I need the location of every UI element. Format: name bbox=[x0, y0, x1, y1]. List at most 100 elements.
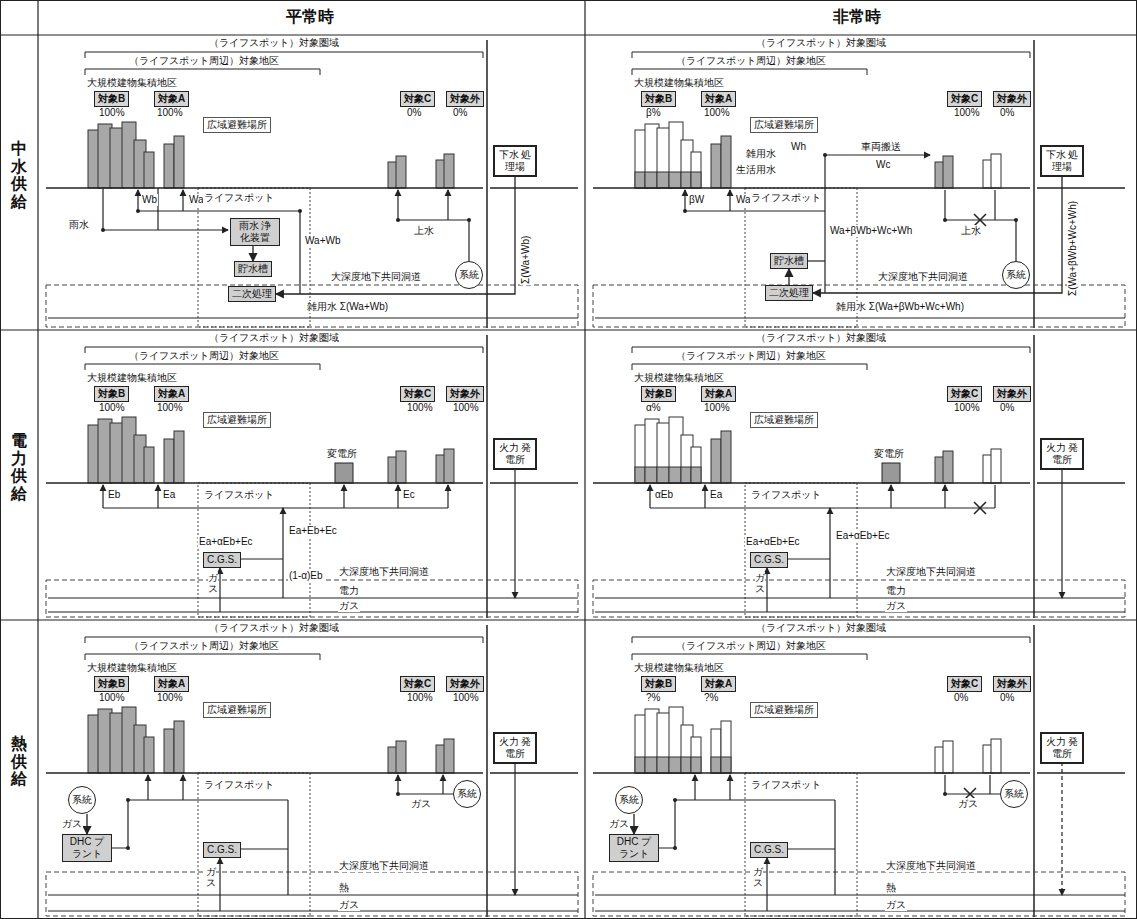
pipe-joint bbox=[943, 792, 947, 796]
node-text: 対象B bbox=[645, 678, 672, 690]
pipe-line bbox=[287, 800, 288, 895]
pipe-line bbox=[397, 485, 398, 508]
building bbox=[691, 447, 701, 483]
node-text: 広域避難場所 bbox=[207, 704, 267, 716]
building bbox=[396, 451, 406, 483]
diagram-label: 100% bbox=[156, 692, 184, 704]
diagram-label: ライフスポット bbox=[203, 779, 275, 791]
target-box: 対象外 bbox=[446, 386, 484, 402]
diagram-label: 100% bbox=[452, 692, 480, 704]
diagram-label: （ライフスポット周辺）対象地区 bbox=[128, 55, 280, 67]
diagram-label: 0% bbox=[452, 107, 468, 119]
pipe-line bbox=[788, 558, 830, 559]
area-bracket bbox=[85, 654, 320, 660]
node-text: 火力 発電所 bbox=[498, 442, 532, 466]
equipment-box: 二次処理 bbox=[765, 285, 813, 301]
pipe-line bbox=[112, 800, 288, 848]
node-text: 対象A bbox=[158, 93, 185, 105]
equipment-box: C.G.S. bbox=[203, 842, 241, 858]
node-text: DHC プラント bbox=[66, 836, 108, 860]
flow-connector bbox=[276, 177, 515, 294]
pipe-line bbox=[398, 775, 453, 794]
grid-circle: 系統 bbox=[455, 261, 483, 289]
diagram-label: （ライフスポット周辺）対象地区 bbox=[675, 640, 827, 652]
building bbox=[691, 737, 701, 773]
target-box: 対象C bbox=[947, 676, 982, 692]
node-text: 下水 処理場 bbox=[498, 149, 532, 173]
facility-box: 火力 発電所 bbox=[1040, 438, 1084, 470]
node-text: 対象B bbox=[645, 93, 672, 105]
diagram-label: （ライフスポット）対象圏域 bbox=[755, 332, 887, 344]
cut-mark bbox=[974, 502, 986, 514]
diagram-label: ガス bbox=[338, 600, 360, 612]
facility-box: 下水 処理場 bbox=[493, 145, 537, 177]
diagram-label: (1-α)Eb bbox=[288, 570, 324, 582]
diagram-label: 大規模建物集積地区 bbox=[86, 662, 178, 674]
node-text: 貯水槽 bbox=[774, 255, 804, 267]
panel-drawing bbox=[593, 335, 1125, 618]
building-base bbox=[691, 172, 701, 188]
node-text: 系統 bbox=[457, 788, 477, 800]
building bbox=[174, 136, 184, 188]
diagram-label: 大規模建物集積地区 bbox=[633, 662, 725, 674]
diagram-label: ガス bbox=[206, 866, 216, 888]
pipe-line bbox=[398, 190, 469, 261]
area-bracket bbox=[85, 69, 320, 75]
node-text: 対象外 bbox=[450, 388, 480, 400]
ground-line bbox=[490, 772, 578, 774]
pipe-line bbox=[343, 485, 344, 508]
pipe-line bbox=[241, 848, 288, 849]
diagram-label: 大深度地下共同洞道 bbox=[877, 271, 969, 283]
diagram-label: 100% bbox=[953, 402, 981, 414]
column-header: 非常時 bbox=[832, 7, 882, 27]
ground-line bbox=[593, 772, 1030, 774]
pipe-line bbox=[994, 190, 995, 220]
diagram-label: ライフスポット bbox=[203, 192, 275, 204]
ground-line bbox=[1037, 187, 1125, 189]
building bbox=[444, 739, 454, 773]
target-box: 対象A bbox=[154, 386, 189, 402]
pipe-joint bbox=[126, 846, 130, 850]
diagram-label: ライフスポット bbox=[750, 779, 822, 791]
node-text: 系統 bbox=[459, 269, 479, 281]
column-header: 平常時 bbox=[285, 7, 335, 27]
area-bracket bbox=[632, 69, 867, 75]
table-rule bbox=[37, 0, 38, 919]
boundary-line bbox=[486, 335, 488, 618]
target-box: 対象B bbox=[641, 676, 676, 692]
diagram-label: ガス bbox=[885, 600, 907, 612]
diagram-label: ガス bbox=[885, 899, 907, 911]
pipe-line bbox=[685, 190, 825, 211]
diagram-label: 大規模建物集積地区 bbox=[86, 372, 178, 384]
boundary-line bbox=[1033, 625, 1035, 917]
node-text: 対象B bbox=[98, 388, 125, 400]
equipment-box: DHC プラント bbox=[609, 834, 659, 862]
diagram-label: 100% bbox=[703, 402, 731, 414]
diagram-label: 大深度地下共同洞道 bbox=[885, 566, 977, 578]
diagram-label: 大深度地下共同洞道 bbox=[338, 860, 430, 872]
pipe-line bbox=[1061, 762, 1062, 895]
pipe-joint bbox=[683, 209, 687, 213]
node-text: 対象外 bbox=[997, 678, 1027, 690]
pipe-joint bbox=[396, 792, 400, 796]
node-text: 系統 bbox=[1006, 269, 1026, 281]
node-text: 広域避難場所 bbox=[754, 414, 814, 426]
diagram-label: 車両搬送 bbox=[860, 141, 902, 153]
building bbox=[444, 154, 454, 188]
area-bracket bbox=[632, 364, 867, 370]
target-box: 対象外 bbox=[446, 91, 484, 107]
node-text: 系統 bbox=[72, 794, 92, 806]
diagram-label: 大深度地下共同洞道 bbox=[330, 271, 422, 283]
pipe-line bbox=[595, 611, 1125, 612]
panel-drawing bbox=[46, 335, 578, 618]
diagram-label: Ea bbox=[709, 489, 723, 501]
edge-label: ガス bbox=[608, 818, 630, 830]
pipe-line bbox=[447, 485, 448, 508]
pipe-joint bbox=[823, 153, 827, 157]
building bbox=[943, 156, 953, 188]
pipe-line bbox=[595, 317, 1125, 318]
diagram-label: ライフスポット bbox=[750, 192, 822, 204]
target-box: 対象B bbox=[94, 91, 129, 107]
pipe-line bbox=[48, 611, 578, 612]
diagram-label: ライフスポット bbox=[203, 489, 275, 501]
